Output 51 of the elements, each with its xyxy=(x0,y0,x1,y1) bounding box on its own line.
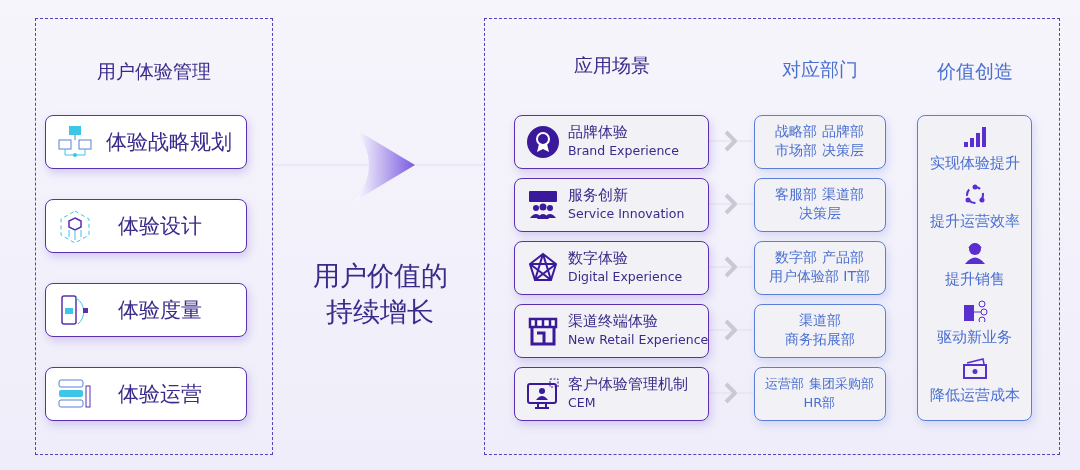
dashed-panel xyxy=(484,18,1060,455)
value-text: 降低运营成本 xyxy=(928,386,1021,405)
scenario-box xyxy=(514,115,709,169)
scenario-title: 渠道终端体验 xyxy=(568,312,658,331)
department-text: 运营部 集团采购部HR部 xyxy=(764,375,875,412)
module-box xyxy=(45,283,247,337)
panel-title: 用户体验管理 xyxy=(96,59,212,84)
value-text: 提升运营效率 xyxy=(928,212,1021,231)
column-heading: 应用场景 xyxy=(572,53,651,78)
module-text: 体验设计 xyxy=(118,213,202,240)
department-text: 战略部 品牌部市场部 决策层 xyxy=(774,122,865,160)
department-box xyxy=(754,304,886,358)
module-text: 体验战略规划 xyxy=(106,129,232,156)
scenario-box xyxy=(514,304,709,358)
chevron xyxy=(707,319,754,341)
module-box xyxy=(45,367,247,421)
chevron xyxy=(707,256,754,278)
column-heading: 对应部门 xyxy=(781,57,859,82)
scenario-title: 品牌体验 xyxy=(568,123,628,142)
chevron xyxy=(707,130,754,152)
column-heading: 价值创造 xyxy=(935,59,1014,84)
scenario-subtitle: Service Innovation xyxy=(568,206,685,221)
department-text: 渠道部商务拓展部 xyxy=(783,311,856,349)
value-text: 驱动新业务 xyxy=(936,328,1013,347)
chevron xyxy=(707,382,754,404)
value-text: 提升销售 xyxy=(943,270,1006,289)
scenario-box xyxy=(514,178,709,232)
dashed-panel xyxy=(35,18,273,455)
module-text: 体验度量 xyxy=(118,297,202,324)
scenario-box xyxy=(514,241,709,295)
scenario-subtitle: Brand Experience xyxy=(568,143,679,158)
department-box xyxy=(754,178,886,232)
module-text: 体验运营 xyxy=(118,381,202,408)
scenario-box xyxy=(514,367,709,421)
module-box xyxy=(45,199,247,253)
value-text: 实现体验提升 xyxy=(928,154,1021,173)
chevron xyxy=(707,193,754,215)
scenario-title: 客户体验管理机制 xyxy=(568,375,688,394)
scenario-subtitle: New Retail Experience xyxy=(568,332,709,347)
scenario-subtitle: CEM xyxy=(568,395,596,410)
scenario-subtitle: Digital Experience xyxy=(568,269,683,284)
growth-text: 用户价值的持续增长 xyxy=(311,259,449,329)
scenario-title: 服务创新 xyxy=(568,186,628,205)
value-box xyxy=(917,115,1032,421)
scenario-title: 数字体验 xyxy=(568,249,628,268)
department-box xyxy=(754,367,886,421)
department-box xyxy=(754,241,886,295)
module-box xyxy=(45,115,247,169)
department-box xyxy=(754,115,886,169)
department-text: 数字部 产品部用户体验部 IT部 xyxy=(767,248,872,286)
department-text: 客服部 渠道部决策层 xyxy=(774,185,865,223)
